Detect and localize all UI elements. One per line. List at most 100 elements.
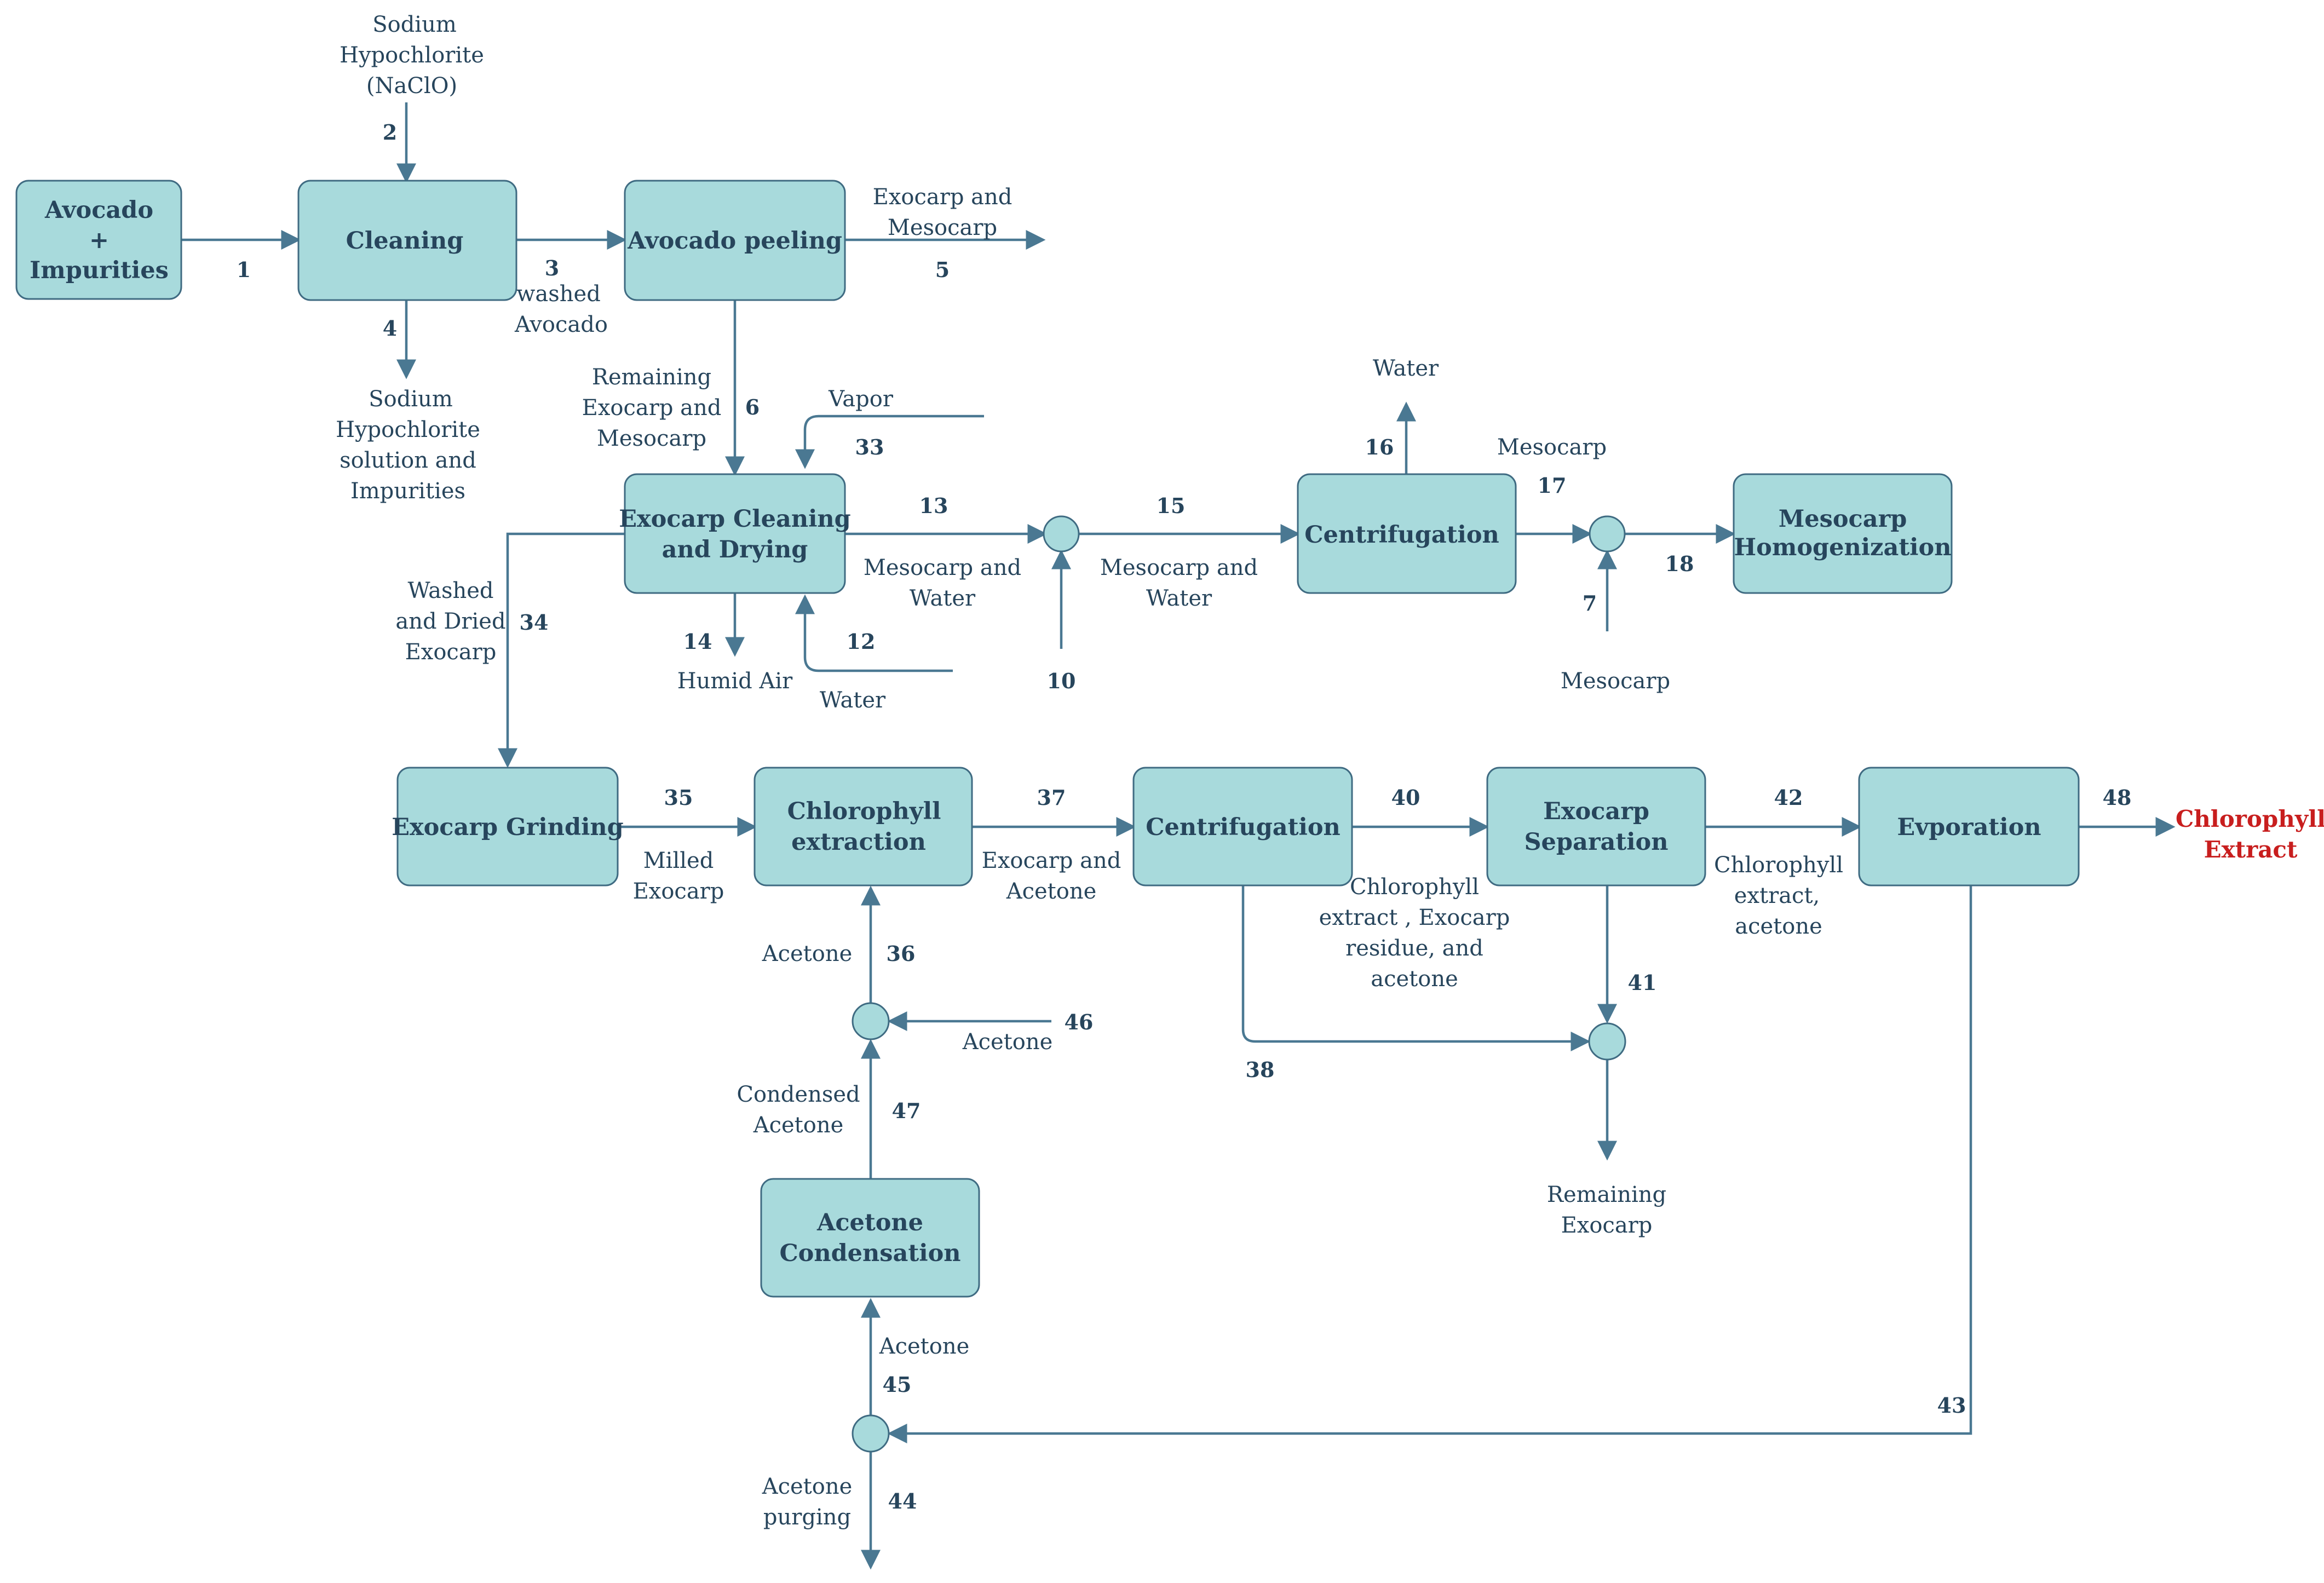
mixer-node-36-46	[852, 1002, 890, 1040]
stream-number-4: 4	[383, 316, 397, 341]
stream-number-15: 15	[1157, 493, 1186, 518]
box-label-impurities: Impurities	[30, 257, 169, 284]
label-milled-exocarp-2: Exocarp	[633, 879, 724, 904]
stream-number-6: 6	[745, 395, 760, 419]
stream-number-48: 48	[2103, 785, 2132, 810]
label-condensed-acetone-1: Condensed	[737, 1082, 860, 1107]
label-mesocarp-7: Mesocarp	[1561, 669, 1670, 694]
label-humid-air: Humid Air	[677, 669, 793, 694]
stream-34-arrow	[498, 532, 625, 768]
box-label-cleaning: Cleaning	[346, 227, 464, 255]
label-remaining-exocarp-out-2: Exocarp	[1561, 1213, 1653, 1238]
label-mesocarp-17: Mesocarp	[1497, 435, 1607, 460]
label-exocarp-acetone-1: Exocarp and	[982, 848, 1121, 873]
stream-number-36: 36	[887, 941, 916, 966]
label-mesocarp-water-15-1: Mesocarp and	[1100, 555, 1258, 580]
label-chlorophyll-residue-2: extract , Exocarp	[1319, 905, 1510, 930]
label-sodium-hypochlorite-out-2: Hypochlorite	[336, 417, 480, 442]
stream-number-47: 47	[892, 1098, 921, 1123]
label-acetone-45: Acetone	[879, 1334, 970, 1359]
stream-number-14: 14	[683, 629, 712, 654]
stream-number-3: 3	[545, 256, 559, 280]
label-washed-dried-exocarp-3: Exocarp	[405, 640, 497, 665]
label-acetone-purging-2: purging	[763, 1505, 851, 1530]
stream-number-42: 42	[1774, 785, 1803, 810]
box-exocarp-grinding	[396, 767, 619, 887]
label-remaining-exocarp-1: Remaining	[592, 365, 711, 390]
box-label-chlorophyll: Chlorophyll	[787, 798, 941, 825]
box-chlorophyll-extraction	[753, 767, 973, 887]
label-washed-dried-exocarp-2: and Dried	[395, 609, 505, 634]
box-label-separation: Separation	[1525, 828, 1669, 856]
stream-number-44: 44	[888, 1489, 917, 1513]
box-label-exocarp-cleaning: Exocarp Cleaning	[619, 505, 851, 533]
box-label-and-drying: and Drying	[662, 536, 808, 563]
label-condensed-acetone-2: Acetone	[753, 1113, 844, 1138]
label-chlorophyll-acetone-3: acetone	[1735, 914, 1822, 939]
stream-number-16: 16	[1365, 435, 1394, 459]
mixer-node-10-13	[1043, 515, 1080, 552]
label-washed-avocado-1: washed	[516, 281, 601, 307]
stream-38-arrow	[1241, 885, 1591, 1051]
label-sodium-hypochlorite-out-1: Sodium	[369, 387, 453, 412]
mixer-node-38-41	[1588, 1022, 1626, 1061]
label-acetone-46: Acetone	[962, 1029, 1053, 1055]
flow-lines	[181, 102, 2176, 1570]
box-mesocarp-homogenization	[1733, 473, 1953, 594]
box-label-extraction: extraction	[791, 828, 926, 856]
label-sodium-hypochlorite-in-1: Sodium	[372, 12, 457, 37]
box-label-evaporation: Evporation	[1897, 814, 2041, 841]
label-acetone-purging-1: Acetone	[762, 1474, 853, 1499]
stream-number-17: 17	[1538, 473, 1567, 498]
label-remaining-exocarp-3: Mesocarp	[597, 426, 706, 451]
box-label-centrifugation-top: Centrifugation	[1304, 521, 1499, 549]
stream-33-arrow	[795, 415, 984, 469]
stream-number-35: 35	[664, 785, 693, 810]
box-centrifugation-top	[1297, 473, 1517, 594]
label-sodium-hypochlorite-in-2: Hypochlorite	[340, 43, 484, 68]
stream-number-2: 2	[383, 120, 397, 145]
stream-number-46: 46	[1065, 1010, 1094, 1034]
box-exocarp-cleaning-drying	[624, 473, 846, 594]
stream-number-10: 10	[1047, 669, 1076, 693]
box-label-exocarp-grinding: Exocarp Grinding	[392, 814, 624, 841]
label-sodium-hypochlorite-out-4: Impurities	[350, 479, 465, 504]
stream-number-12: 12	[847, 629, 876, 654]
stream-numbers: 1 2 3 4 5 6 7 10 12 13 14 15 16 17 18 33…	[237, 120, 2132, 1513]
box-label-avocado: Avocado	[44, 197, 153, 224]
stream-number-45: 45	[883, 1372, 912, 1397]
box-label-acetone: Acetone	[816, 1209, 923, 1236]
label-washed-dried-exocarp-1: Washed	[407, 578, 493, 603]
box-evaporation	[1858, 767, 2080, 887]
stream-12-arrow	[795, 594, 953, 672]
stream-number-34: 34	[520, 610, 549, 635]
mixer-node-7-17	[1589, 515, 1626, 552]
box-exocarp-separation	[1486, 767, 1706, 887]
label-exocarp-mesocarp-out-1: Exocarp and	[873, 185, 1013, 210]
label-sodium-hypochlorite-in-3: (NaClO)	[366, 73, 457, 99]
label-remaining-exocarp-2: Exocarp and	[582, 395, 722, 421]
label-exocarp-acetone-2: Acetone	[1006, 879, 1097, 904]
product-label-extract: Extract	[2204, 836, 2298, 863]
label-water-in-12: Water	[820, 688, 886, 713]
box-label-mesocarp: Mesocarp	[1779, 505, 1907, 533]
box-label-centrifugation-bottom: Centrifugation	[1146, 814, 1341, 841]
stream-labels: Sodium Hypochlorite (NaClO) washed Avoca…	[336, 12, 2324, 1530]
label-remaining-exocarp-out-1: Remaining	[1547, 1182, 1666, 1207]
unit-boxes	[15, 180, 2080, 1298]
box-centrifugation-bottom	[1132, 767, 1353, 887]
stream-number-38: 38	[1246, 1057, 1275, 1082]
box-avocado-peeling	[624, 180, 846, 301]
label-acetone-36: Acetone	[762, 941, 853, 966]
label-vapor: Vapor	[828, 387, 894, 412]
label-chlorophyll-residue-4: acetone	[1371, 966, 1458, 992]
stream-number-18: 18	[1665, 551, 1694, 576]
stream-number-13: 13	[919, 493, 948, 518]
label-chlorophyll-residue-1: Chlorophyll	[1350, 874, 1479, 900]
label-mesocarp-water-15-2: Water	[1146, 586, 1212, 611]
stream-number-40: 40	[1391, 785, 1420, 810]
label-exocarp-mesocarp-out-2: Mesocarp	[888, 215, 997, 240]
stream-number-33: 33	[855, 435, 884, 459]
stream-number-37: 37	[1037, 785, 1066, 810]
